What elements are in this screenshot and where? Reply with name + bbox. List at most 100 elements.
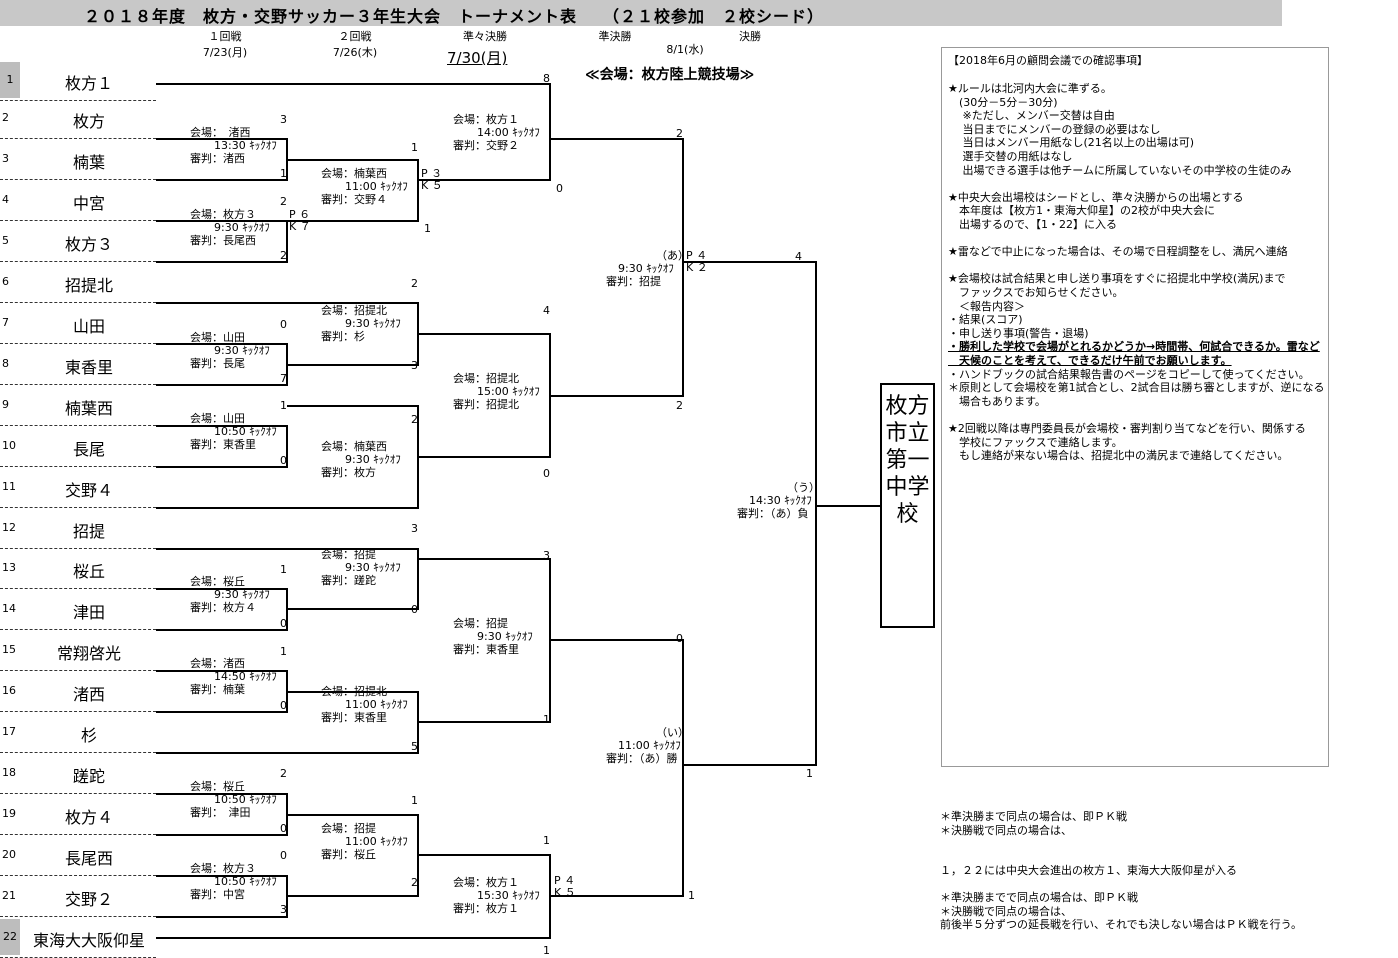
match-venue: 会場：楠葉西: [321, 167, 387, 180]
match-referee: 審判：枚方１: [453, 902, 519, 915]
score: 1: [411, 141, 418, 154]
match-venue: （い）: [656, 726, 689, 739]
team-name: 常翔啓光: [56, 644, 121, 663]
team-number: 3: [2, 152, 9, 165]
match-time: 9:30 ｷｯｸｵﾌ: [345, 453, 401, 466]
team-number: 19: [2, 807, 16, 820]
score: 3: [280, 113, 287, 126]
team-number: 11: [2, 480, 16, 493]
title-bar: [0, 0, 1282, 26]
note-line: ・ハンドブックの試合結果報告書のページをコピーして使ってください。: [948, 367, 1310, 381]
match-referee: 審判：枚方: [321, 466, 376, 479]
note-line: 出場するので、【1・22】に入る: [948, 218, 1118, 231]
note-line: 場合もあります。: [948, 394, 1046, 408]
match-time: 9:30 ｷｯｸｵﾌ: [214, 221, 270, 234]
match-referee: 審判：長尾: [190, 357, 245, 370]
note-line: 当日までにメンバーの登録の必要はなし: [948, 122, 1161, 136]
match-info-final: （う）14:30 ｷｯｸｵﾌ審判：（あ）負: [737, 481, 820, 520]
pk-a: P ４: [686, 249, 708, 262]
team-name: 楠葉: [72, 153, 105, 172]
match-venue: 会場：山田: [190, 331, 245, 344]
score: 1: [543, 713, 550, 726]
score: 2: [280, 249, 287, 262]
match-venue: 会場：招提: [321, 822, 376, 835]
match-venue: 会場：桜丘: [190, 575, 245, 588]
team-row: 17 杉: [0, 714, 156, 753]
team-name: 中宮: [72, 194, 105, 213]
note-line: ・勝利した学校で会場がとれるかどうか→時間帯、何試合できるか。雷など: [948, 340, 1320, 354]
match-time: 11:00 ｷｯｸｵﾌ: [345, 835, 408, 848]
note-line: もし連絡が来ない場合は、招提北中の満尻まで連絡してください。: [948, 449, 1289, 463]
pk-b: K ５: [554, 886, 576, 899]
team-number: 7: [2, 316, 9, 329]
match-referee: 審判：中宮: [190, 888, 245, 901]
round-header-1: １回戦 7/23(月): [190, 28, 260, 60]
match-time: 9:30 ｷｯｸｵﾌ: [345, 317, 401, 330]
team-number: 20: [2, 848, 16, 861]
team-name: 長尾西: [64, 849, 113, 868]
team-number: 16: [2, 684, 16, 697]
match-time: 15:30 ｷｯｸｵﾌ: [477, 889, 540, 902]
match-referee: 審判：交野４: [321, 193, 387, 206]
main-venue: ≪会場：枚方陸上競技場≫: [585, 67, 755, 83]
note-line: ※ただし、メンバー交替は自由: [948, 109, 1115, 123]
team-number: 12: [2, 521, 16, 534]
team-row: 3 楠葉: [0, 141, 156, 180]
team-name: 東海大大阪仰星: [32, 931, 145, 950]
score: 0: [280, 699, 287, 712]
match-referee: 審判：渚西: [190, 152, 245, 165]
team-name: 交野４: [64, 481, 113, 500]
score: 8: [543, 72, 550, 85]
match-time: 14:00 ｷｯｸｵﾌ: [477, 126, 540, 139]
score: 1: [280, 563, 287, 576]
score: 2: [411, 277, 418, 290]
team-name: 楠葉西: [64, 399, 113, 418]
team-name: 交野２: [64, 890, 113, 909]
round-name: １回戦: [208, 30, 242, 43]
pk-b: K ２: [686, 261, 708, 274]
match-venue: 会場：枚方３: [190, 862, 256, 875]
match-referee: 審判：桜丘: [321, 848, 376, 861]
footnote: ＊準決勝までで同点の場合は、即ＰＫ戦: [940, 891, 1138, 904]
match-venue: 会場：渚西: [190, 657, 245, 670]
team-name: 杉: [80, 726, 97, 745]
note-line: 学校にファックスで連絡します。: [948, 435, 1123, 449]
footnote: ＊決勝戦で同点の場合は、: [940, 824, 1072, 837]
team-number: 6: [2, 275, 9, 288]
note-line: 選手交替の用紙はなし: [948, 150, 1073, 163]
team-row: 6 招提北: [0, 264, 156, 303]
match-venue: 会場：枚方１: [453, 876, 519, 889]
team-name: 枚方: [72, 112, 105, 131]
match-time: 13:30 ｷｯｸｵﾌ: [214, 139, 277, 152]
team-name: 招提北: [64, 276, 113, 295]
round-header-4: 準決勝: [580, 28, 650, 44]
team-number: 22: [0, 919, 20, 955]
team-number: 17: [2, 725, 16, 738]
team-number: 18: [2, 766, 16, 779]
pk-a: P ３: [421, 167, 443, 180]
notes-panel: 【2018年6月の顧問会議での確認事項】 ★ルールは北河内大会に準ずる。 (30…: [941, 47, 1329, 767]
score: 2: [411, 876, 418, 889]
round-header-5: 決勝: [715, 28, 785, 44]
score: 1: [411, 794, 418, 807]
note-line: ・結果(スコア): [948, 313, 1023, 327]
